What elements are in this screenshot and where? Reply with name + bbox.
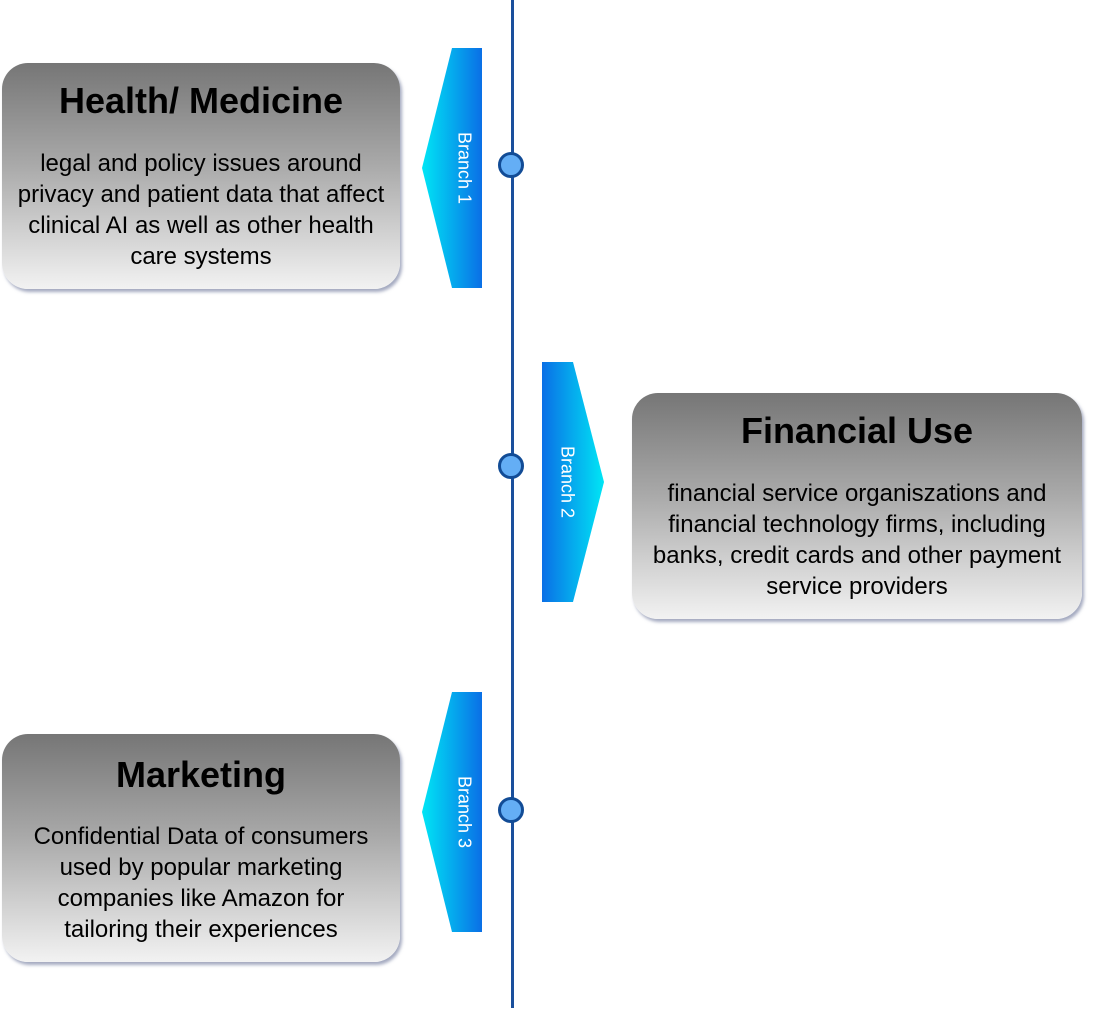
card-description: legal and policy issues around privacy a… xyxy=(17,150,385,270)
card-description: Confidential Data of consumers used by p… xyxy=(33,823,369,943)
card-marketing: Marketing Confidential Data of consumers… xyxy=(2,734,400,962)
card-financial-use: Financial Use financial service organisz… xyxy=(632,393,1082,619)
branch-tag-1: Branch 1 xyxy=(422,48,482,288)
tag-arrow-left-shape xyxy=(422,692,482,932)
timeline-node-1 xyxy=(498,152,524,178)
card-title: Health/ Medicine xyxy=(58,80,344,121)
card-health-medicine: Health/ Medicine legal and policy issues… xyxy=(2,63,400,289)
timeline-line xyxy=(511,0,514,1008)
tag-arrow-right-shape xyxy=(542,362,604,602)
tag-arrow-left-shape xyxy=(422,48,482,288)
card-description: financial service organiszations and fin… xyxy=(652,480,1062,600)
timeline-node-3 xyxy=(498,797,524,823)
card-title: Financial Use xyxy=(740,410,974,451)
branch-tag-label: Branch 1 xyxy=(454,131,475,205)
timeline-node-2 xyxy=(498,453,524,479)
card-title: Marketing xyxy=(115,754,287,795)
branch-tag-2: Branch 2 xyxy=(542,362,604,602)
branch-tag-label: Branch 2 xyxy=(557,445,578,519)
branch-tag-3: Branch 3 xyxy=(422,692,482,932)
branch-tag-label: Branch 3 xyxy=(454,775,475,849)
